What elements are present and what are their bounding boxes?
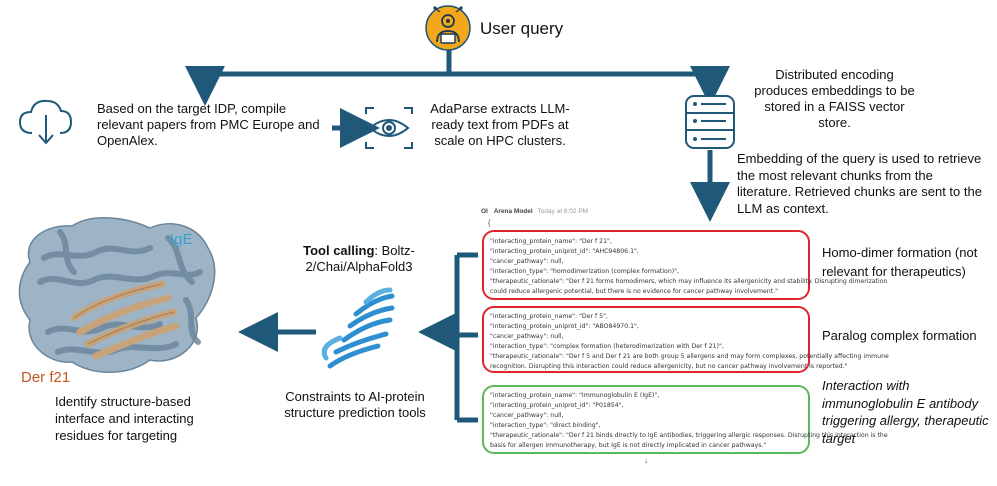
record-line: "therapeutic_rationale": "Der f 21 binds…: [490, 432, 888, 439]
tool-calling-bold: Tool calling: [303, 243, 375, 258]
record-line: "cancer_pathway": null,: [490, 412, 564, 419]
record-line: "therapeutic_rationale": "Der f 5 and De…: [490, 353, 889, 360]
record-line: could reduce allergenic potential, but t…: [490, 288, 778, 295]
annotation-homodimer: Homo-dimer formation (not relevant for t…: [822, 245, 978, 279]
record-line: "interaction_type": "complex formation (…: [490, 343, 724, 350]
tool-calling-text: Tool calling: Boltz-2/Chai/AlphaFold3: [284, 243, 434, 275]
ige-label: IgE: [170, 231, 193, 248]
distributed-encoding-text: Distributed encoding produces embeddings…: [754, 67, 915, 130]
record-line: "cancer_pathway": null,: [490, 333, 564, 340]
record-line: "interacting_protein_uniprot_id": "ABO84…: [490, 323, 639, 330]
record-line: "interacting_protein_uniprot_id": "AHC94…: [490, 248, 639, 255]
user-query-label: User query: [480, 19, 564, 38]
eye-scan-icon: [365, 107, 413, 149]
chat-model-name: Arena Model: [493, 208, 533, 215]
chat-brace: {: [488, 220, 491, 227]
scroll-down-arrow[interactable]: ↓: [644, 456, 648, 465]
cloud-download-icon: [18, 99, 73, 145]
record-line: "cancer_pathway": null,: [490, 258, 564, 265]
record-line: "interacting_protein_name": "Der f 5",: [490, 313, 608, 320]
record-line: "therapeutic_rationale": "Der f 21 forms…: [490, 278, 888, 285]
record-line: "interacting_protein_name": "Immunoglobu…: [490, 392, 660, 399]
protein-structure-icon: [18, 217, 216, 373]
chat-header: OI Arena Model Today at 6:02 PM: [481, 208, 588, 215]
database-icon: [685, 95, 735, 149]
record-line: "interacting_protein_name": "Der f 21",: [490, 238, 612, 245]
chat-timestamp: Today at 6:02 PM: [537, 208, 589, 215]
query-embedding-text: Embedding of the query is used to retrie…: [737, 151, 982, 216]
record-line: recognition. Disrupting this interaction…: [490, 363, 848, 370]
user-query-icon: [425, 5, 471, 51]
der-f21-label: Der f21: [21, 369, 71, 386]
record-line: "interacting_protein_uniprot_id": "P0185…: [490, 402, 624, 409]
annotation-paralog: Paralog complex formation: [822, 328, 977, 343]
record-line: "interaction_type": "direct binding",: [490, 422, 601, 429]
structure-caption: Identify structure-based interface and i…: [55, 394, 194, 443]
flow-arrows: [185, 50, 730, 423]
adaparse-text: AdaParse extracts LLM-ready text from PD…: [430, 101, 570, 148]
chat-avatar: OI: [481, 208, 488, 215]
annotation-ige: Interaction with immunoglobulin E antibo…: [822, 378, 989, 446]
record-line: basis for allergen immunotherapy, but Ig…: [490, 442, 767, 449]
tool-calling-rest: : Boltz-2/Chai/AlphaFold3: [305, 243, 415, 274]
helix-icon: [321, 287, 395, 369]
record-line: "interaction_type": "homodimerization (c…: [490, 268, 679, 275]
record-homodimer-box: [482, 230, 810, 300]
compile-papers-text: Based on the target IDP, compile relevan…: [97, 101, 320, 148]
record-paralog-box: [482, 306, 810, 373]
record-ige-box: [482, 385, 810, 454]
constraints-text: Constraints to AI-protein structure pred…: [284, 389, 426, 420]
